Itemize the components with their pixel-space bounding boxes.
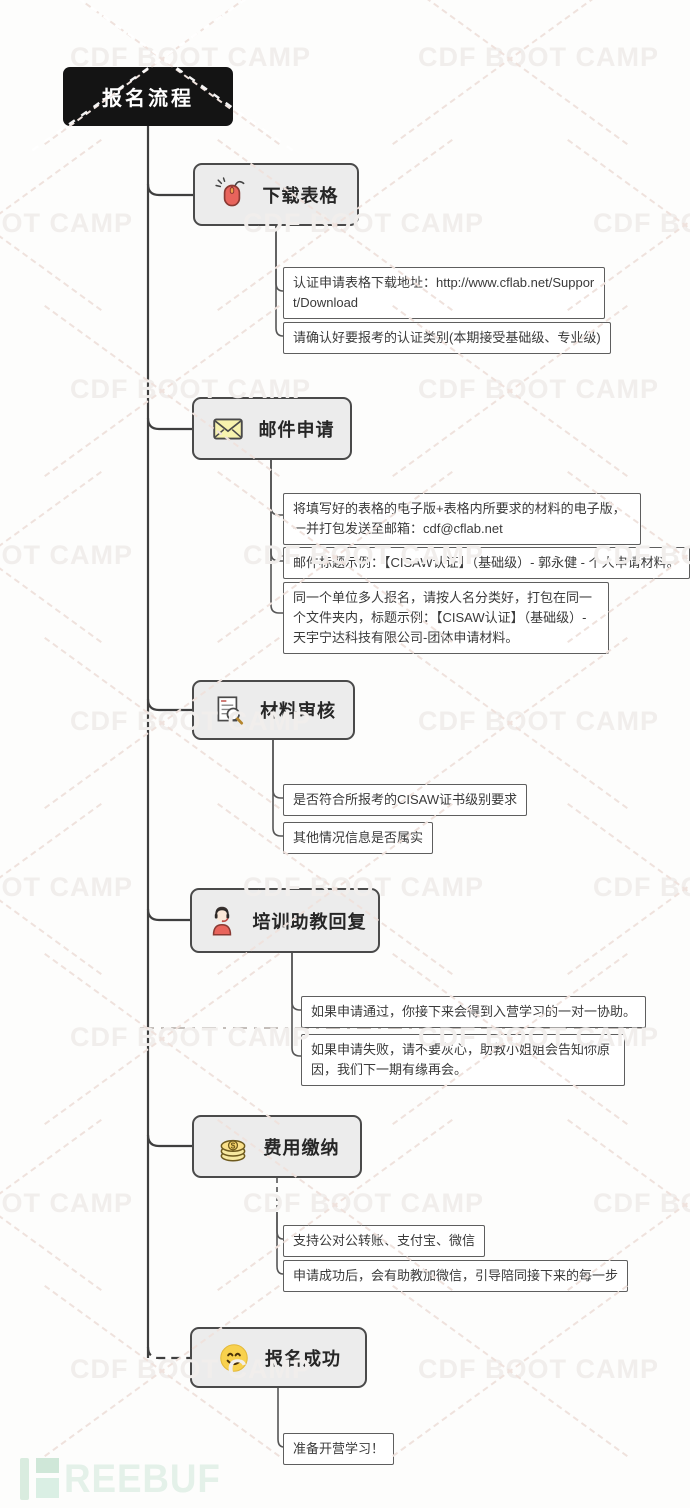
node-label: 培训助教回复 bbox=[252, 911, 367, 932]
watermark-text: CDF BOOT CAMP bbox=[418, 42, 659, 72]
leaf-info-truth-check: 其他情况信息是否属实 bbox=[283, 822, 434, 855]
leaf-payment-methods: 支持公对公转账、支付宝、微信 bbox=[283, 1225, 486, 1258]
watermark-cross-line bbox=[0, 138, 102, 312]
assistant-headset-icon bbox=[212, 906, 231, 936]
watermark-text: CDF BOOT CAMP bbox=[418, 374, 659, 404]
svg-text:$: $ bbox=[230, 1140, 235, 1150]
watermark-text: CDF BOOT CAMP bbox=[593, 208, 690, 238]
freebuf-logo: REEBUF bbox=[20, 1458, 234, 1500]
watermark-text: CDF BOOT CAMP bbox=[418, 706, 659, 736]
watermark-cross-line bbox=[0, 470, 102, 644]
watermark-cross-line bbox=[392, 1284, 628, 1458]
node-label: 费用缴纳 bbox=[263, 1137, 340, 1158]
watermark-cross-line bbox=[44, 952, 280, 1126]
leaf-cert-level-check: 是否符合所报考的CISAW证书级别要求 bbox=[283, 784, 528, 817]
mouse-icon bbox=[214, 176, 244, 206]
root-node-label: 报名流程 bbox=[102, 88, 194, 110]
leaf-apply-pass: 如果申请通过，你接下来会得到入营学习的一对一协助。 bbox=[301, 996, 647, 1029]
watermark-cross-line bbox=[0, 802, 102, 976]
smiley-icon bbox=[220, 1343, 248, 1372]
watermark-text: CDF BOOT CAMP bbox=[70, 1022, 311, 1052]
root-node: 报名流程 bbox=[63, 67, 233, 126]
leaf-ready-to-learn: 准备开营学习！ bbox=[283, 1433, 395, 1466]
watermark-cross-line bbox=[392, 0, 628, 146]
leaf-email-subject: 邮件标题示例：【CISAW认证】（基础级）- 郭永健 - 个人申请材料。 bbox=[283, 547, 690, 580]
watermark-text: CDF BOOT CAMP bbox=[0, 208, 133, 238]
node-assistant-reply: 培训助教回复 bbox=[190, 888, 380, 953]
envelope-icon bbox=[212, 418, 243, 439]
node-label: 报名成功 bbox=[265, 1348, 341, 1369]
leaf-group-apply: 同一个单位多人报名，请按人名分类好，打包在同一个文件夹内，标题示例：【CISAW… bbox=[283, 582, 609, 655]
watermark-cross-line bbox=[0, 1118, 102, 1292]
leaf-email-send: 将填写好的表格的电子版+表格内所要求的材料的电子版，一并打包发送至邮箱：cdf@… bbox=[283, 493, 641, 546]
watermark-cross-line bbox=[0, 470, 102, 644]
watermark-text: CDF BOOT CAMP bbox=[0, 872, 133, 902]
watermark-cross-line bbox=[0, 802, 102, 976]
watermark-text: CDF BOOT CAMP bbox=[593, 1188, 690, 1218]
coins-icon: $ bbox=[220, 1139, 245, 1162]
watermark-cross-line bbox=[567, 802, 690, 976]
watermark-text: CDF BOOT CAMP bbox=[418, 1354, 659, 1384]
watermark-cross-line bbox=[392, 1284, 628, 1458]
node-label: 邮件申请 bbox=[258, 419, 335, 440]
watermark-cross-line bbox=[44, 952, 280, 1126]
watermark-cross-line bbox=[567, 802, 690, 976]
node-email-apply: 邮件申请 bbox=[192, 397, 352, 460]
leaf-download-url: 认证申请表格下载地址：http://www.cflab.net/Support/… bbox=[283, 267, 605, 320]
leaf-apply-fail: 如果申请失败，请不要灰心，助教小姐姐会告知你原因，我们下一期有缘再会。 bbox=[301, 1034, 625, 1087]
node-material-review: 材料审核 bbox=[192, 680, 355, 740]
leaf-wechat-guide: 申请成功后，会有助教加微信，引导陪同接下来的每一步 bbox=[283, 1260, 629, 1293]
freebuf-logo-bar bbox=[20, 1458, 29, 1500]
leaf-cert-category: 请确认好要报考的认证类别(本期接受基础级、专业级) bbox=[283, 322, 611, 355]
watermark-text: CDF BOOT CAMP bbox=[0, 1188, 133, 1218]
node-label: 材料审核 bbox=[260, 701, 336, 721]
node-label: 下载表格 bbox=[262, 185, 339, 206]
watermark-text: CDF BOOT CAMP bbox=[593, 872, 690, 902]
watermark-cross-line bbox=[0, 138, 102, 312]
watermark-text: CDF BOOT CAMP bbox=[243, 1188, 484, 1218]
document-search-icon bbox=[217, 696, 244, 725]
node-signup-success: 报名成功 bbox=[190, 1327, 367, 1388]
watermark-cross-line bbox=[0, 1118, 102, 1292]
freebuf-logo-blocks bbox=[36, 1458, 59, 1498]
freebuf-logo-text: REEBUF bbox=[64, 1457, 221, 1501]
node-download-form: 下载表格 bbox=[193, 163, 359, 226]
watermark-text: CDF BOOT CAMP bbox=[0, 540, 133, 570]
watermark-cross-line bbox=[392, 0, 628, 146]
node-fee-payment: $ 费用缴纳 bbox=[192, 1115, 362, 1178]
